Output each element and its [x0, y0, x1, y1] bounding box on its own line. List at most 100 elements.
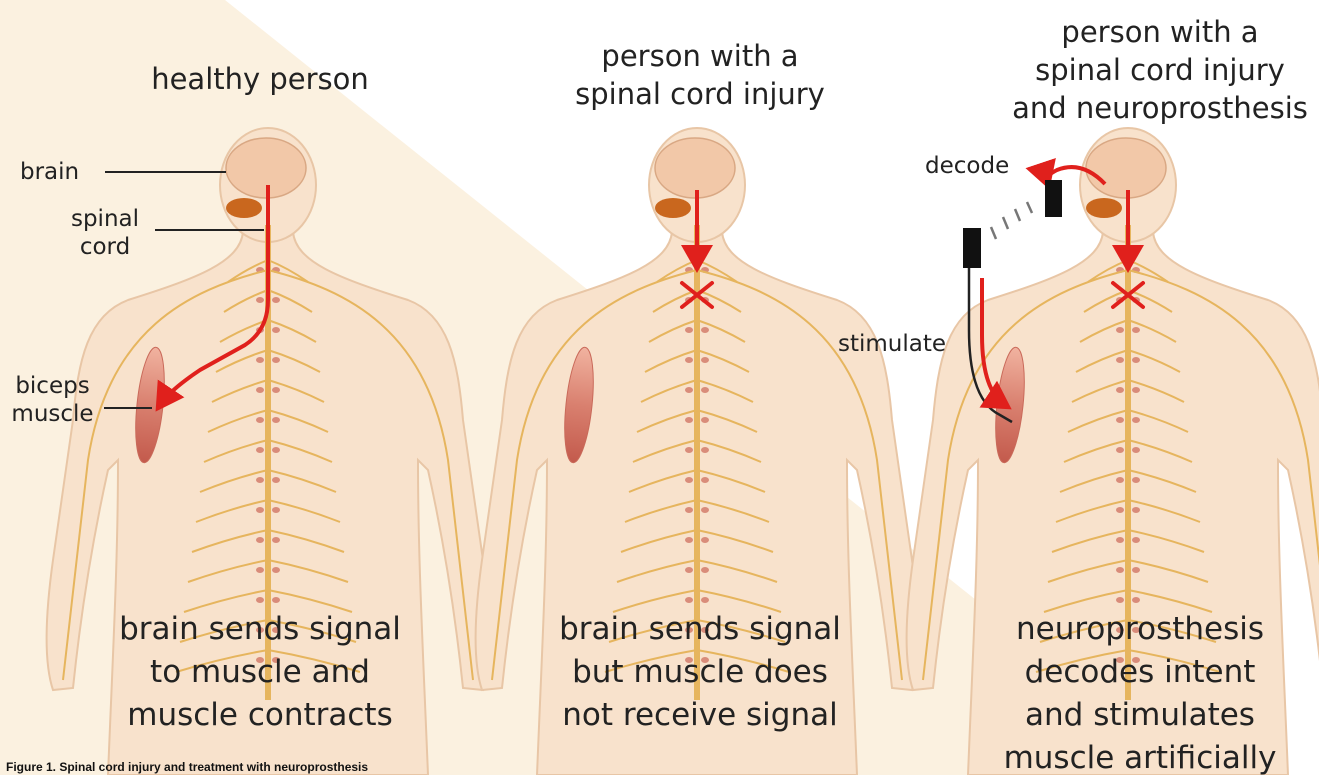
nerve-ganglion	[272, 357, 280, 363]
panel-title-injury-line-1: person with a	[540, 37, 860, 75]
label-brain: brain	[20, 158, 100, 186]
nerve-ganglion	[256, 537, 264, 543]
nerve-ganglion	[256, 357, 264, 363]
nerve-ganglion	[1132, 537, 1140, 543]
nerve-ganglion	[256, 297, 264, 303]
nerve-ganglion	[701, 327, 709, 333]
nerve-ganglion	[685, 537, 693, 543]
label-decode: decode	[925, 152, 1025, 180]
panel-title-injury-line-2: spinal cord injury	[540, 75, 860, 113]
nerve-ganglion	[272, 597, 280, 603]
nerve-ganglion	[685, 507, 693, 513]
panel-caption-neuroprosthesis-line-3: and stimulates	[975, 694, 1305, 737]
nerve-ganglion	[1132, 447, 1140, 453]
nerve-ganglion	[272, 477, 280, 483]
panel-caption-healthy-line-2: to muscle and	[100, 651, 420, 694]
brain	[655, 138, 735, 198]
nerve-ganglion	[1116, 477, 1124, 483]
panel-title-injury: person with a spinal cord injury	[540, 37, 860, 113]
panel-caption-injury-line-3: not receive signal	[540, 694, 860, 737]
nerve-ganglion	[272, 297, 280, 303]
nerve-ganglion	[685, 597, 693, 603]
nerve-ganglion	[256, 507, 264, 513]
nerve-ganglion	[685, 567, 693, 573]
nerve-ganglion	[256, 387, 264, 393]
nerve-ganglion	[256, 417, 264, 423]
nerve-ganglion	[685, 357, 693, 363]
nerve-ganglion	[1116, 387, 1124, 393]
nerve-ganglion	[272, 447, 280, 453]
label-biceps-muscle: biceps muscle	[5, 372, 100, 428]
nerve-ganglion	[272, 387, 280, 393]
nerve-ganglion	[1132, 477, 1140, 483]
panel-caption-healthy-line-1: brain sends signal	[100, 608, 420, 651]
panel-title-healthy-line-1: healthy person	[110, 60, 410, 98]
figure-caption: Figure 1. Spinal cord injury and treatme…	[6, 760, 368, 774]
label-spinal-cord: spinal cord	[60, 205, 150, 261]
nerve-ganglion	[685, 477, 693, 483]
label-spinal-cord-line-2: cord	[60, 233, 150, 261]
panel-caption-injury-line-2: but muscle does	[540, 651, 860, 694]
nerve-ganglion	[1116, 357, 1124, 363]
nerve-ganglion	[256, 567, 264, 573]
nerve-ganglion	[701, 477, 709, 483]
nerve-ganglion	[1116, 567, 1124, 573]
label-biceps-muscle-line-1: biceps	[5, 372, 100, 400]
panel-caption-healthy-line-3: muscle contracts	[100, 694, 420, 737]
cerebellum	[655, 198, 691, 218]
nerve-ganglion	[272, 567, 280, 573]
panel-caption-neuroprosthesis-line-4: muscle artificially	[975, 737, 1305, 780]
nerve-ganglion	[1132, 567, 1140, 573]
nerve-ganglion	[1132, 417, 1140, 423]
nerve-ganglion	[685, 417, 693, 423]
nerve-ganglion	[685, 387, 693, 393]
nerve-ganglion	[272, 537, 280, 543]
nerve-ganglion	[701, 387, 709, 393]
cerebellum	[1086, 198, 1122, 218]
nerve-ganglion	[1132, 327, 1140, 333]
nerve-ganglion	[685, 327, 693, 333]
panel-caption-injury-line-1: brain sends signal	[540, 608, 860, 651]
panel-title-neuroprosthesis: person with a spinal cord injury and neu…	[1000, 13, 1319, 127]
nerve-ganglion	[701, 417, 709, 423]
label-biceps-muscle-line-2: muscle	[5, 400, 100, 428]
nerve-ganglion	[272, 417, 280, 423]
nerve-ganglion	[1116, 417, 1124, 423]
nerve-ganglion	[701, 357, 709, 363]
nerve-ganglion	[1116, 537, 1124, 543]
nerve-ganglion	[1132, 597, 1140, 603]
nerve-ganglion	[272, 507, 280, 513]
nerve-ganglion	[1132, 387, 1140, 393]
nerve-ganglion	[1116, 327, 1124, 333]
nerve-ganglion	[272, 327, 280, 333]
panel-title-neuroprosthesis-line-2: spinal cord injury	[1000, 51, 1319, 89]
nerve-ganglion	[256, 447, 264, 453]
panel-caption-injury: brain sends signal but muscle does not r…	[540, 608, 860, 737]
panel-caption-neuroprosthesis-line-2: decodes intent	[975, 651, 1305, 694]
nerve-ganglion	[1132, 507, 1140, 513]
nerve-ganglion	[1116, 447, 1124, 453]
label-spinal-cord-line-1: spinal	[60, 205, 150, 233]
panel-title-neuroprosthesis-line-3: and neuroprosthesis	[1000, 89, 1319, 127]
panel-caption-healthy: brain sends signal to muscle and muscle …	[100, 608, 420, 737]
cerebellum	[226, 198, 262, 218]
wireless-signal-icon	[991, 202, 1032, 239]
nerve-ganglion	[1132, 357, 1140, 363]
nerve-ganglion	[256, 597, 264, 603]
nerve-ganglion	[701, 507, 709, 513]
panel-caption-neuroprosthesis-line-1: neuroprosthesis	[975, 608, 1305, 651]
stimulator-device	[963, 228, 981, 268]
panel-caption-neuroprosthesis: neuroprosthesis decodes intent and stimu…	[975, 608, 1305, 780]
nerve-ganglion	[701, 597, 709, 603]
nerve-ganglion	[1116, 597, 1124, 603]
brain	[1086, 138, 1166, 198]
label-stimulate: stimulate	[838, 330, 968, 358]
nerve-ganglion	[701, 567, 709, 573]
nerve-ganglion	[701, 447, 709, 453]
nerve-ganglion	[1116, 507, 1124, 513]
panel-title-healthy: healthy person	[110, 60, 410, 98]
panel-title-neuroprosthesis-line-1: person with a	[1000, 13, 1319, 51]
nerve-ganglion	[701, 537, 709, 543]
nerve-ganglion	[685, 447, 693, 453]
nerve-ganglion	[256, 477, 264, 483]
